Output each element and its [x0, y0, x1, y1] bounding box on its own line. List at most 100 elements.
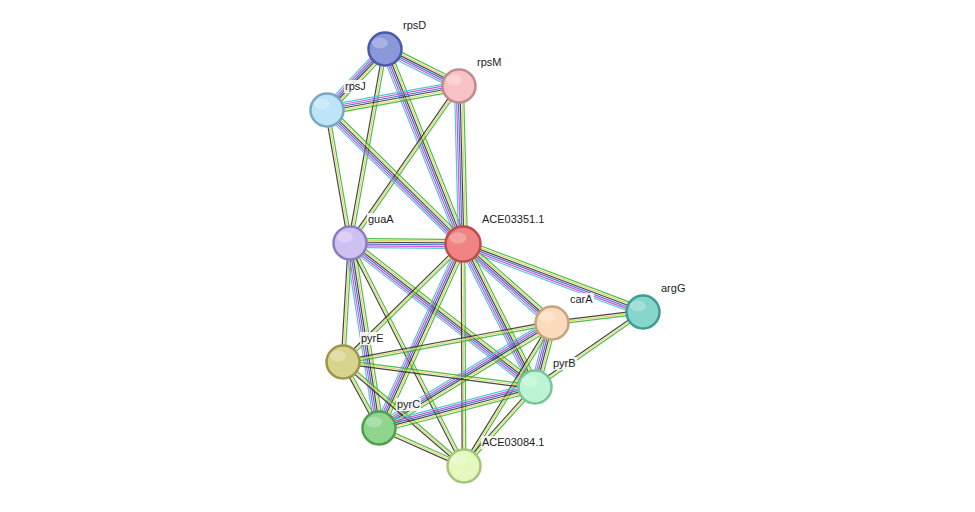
protein-node: rpsM: [441, 68, 477, 104]
evidence-line: [344, 93, 445, 111]
node-highlight: [539, 312, 555, 323]
evidence-line: [385, 259, 455, 413]
protein-node: guaA: [332, 225, 368, 261]
node-label: ACE03351.1: [481, 213, 545, 226]
protein-node: ACE03084.1: [446, 448, 482, 484]
evidence-line: [568, 316, 627, 323]
node-disc: [327, 346, 360, 379]
interaction-edge: [393, 433, 450, 461]
node-label: pyrB: [552, 357, 577, 370]
node-circle: [332, 225, 368, 261]
node-label: carA: [569, 293, 594, 306]
interaction-edge: [467, 257, 532, 375]
evidence-line: [462, 261, 464, 450]
node-disc: [311, 94, 344, 127]
node-disc: [443, 70, 476, 103]
node-highlight: [630, 301, 646, 312]
evidence-line: [366, 243, 446, 245]
evidence-line: [393, 436, 449, 461]
evidence-line: [397, 60, 442, 83]
evidence-line: [383, 258, 453, 412]
evidence-line: [461, 261, 463, 450]
interaction-edge: [358, 324, 536, 361]
node-disc: [519, 371, 552, 404]
evidence-line: [394, 435, 450, 460]
evidence-line: [568, 314, 627, 321]
evidence-line: [359, 364, 519, 385]
evidence-line: [400, 55, 445, 78]
node-label: pyrE: [360, 332, 385, 345]
evidence-line: [395, 392, 520, 425]
evidence-line: [394, 390, 519, 423]
node-disc: [627, 296, 660, 329]
interaction-edge: [455, 102, 467, 227]
protein-node: rpsD: [367, 31, 403, 67]
evidence-line: [366, 245, 446, 247]
evidence-line: [339, 61, 375, 99]
node-label: argG: [660, 282, 686, 295]
evidence-line: [336, 59, 372, 97]
interaction-edge: [349, 375, 373, 415]
node-label: rpsD: [402, 19, 427, 32]
interaction-edge: [354, 371, 453, 457]
interaction-edge: [461, 261, 465, 450]
node-disc: [448, 450, 481, 483]
node-circle: [446, 448, 482, 484]
evidence-line: [467, 261, 524, 375]
interaction-edge: [366, 239, 446, 249]
evidence-line: [359, 366, 519, 387]
node-highlight: [314, 99, 330, 110]
node-disc: [536, 307, 569, 340]
interaction-edge: [359, 362, 520, 386]
node-circle: [441, 68, 477, 104]
evidence-line: [328, 126, 346, 227]
node-label: guaA: [367, 213, 395, 226]
node-highlight: [446, 75, 462, 86]
node-disc: [369, 33, 402, 66]
node-circle: [367, 31, 403, 67]
evidence-line: [359, 99, 450, 230]
evidence-line: [366, 238, 446, 240]
node-highlight: [372, 38, 388, 49]
node-highlight: [522, 376, 538, 387]
evidence-line: [337, 123, 449, 234]
interaction-edge: [473, 252, 543, 316]
interaction-edge: [328, 125, 349, 227]
evidence-line: [338, 122, 450, 233]
evidence-line: [390, 261, 460, 415]
node-circle: [325, 344, 361, 380]
evidence-line: [337, 60, 373, 98]
protein-node: carA: [534, 305, 570, 341]
protein-node: argG: [625, 294, 661, 330]
node-highlight: [337, 232, 353, 243]
protein-node: rpsJ: [309, 92, 345, 128]
node-circle: [517, 369, 553, 405]
node-circle: [361, 410, 397, 446]
evidence-line: [342, 259, 347, 346]
evidence-line: [455, 102, 458, 227]
evidence-line: [335, 124, 447, 235]
protein-node: pyrC: [361, 410, 397, 446]
evidence-line: [359, 362, 519, 383]
evidence-line: [399, 57, 444, 80]
node-disc: [446, 227, 481, 262]
evidence-line: [464, 261, 466, 450]
interaction-edge: [358, 98, 452, 231]
node-highlight: [449, 232, 466, 243]
evidence-line: [394, 433, 450, 458]
evidence-line: [361, 100, 452, 231]
evidence-line: [568, 312, 627, 319]
evidence-line: [340, 62, 376, 100]
interaction-edge: [335, 118, 454, 235]
node-circle: [309, 92, 345, 128]
evidence-line: [359, 328, 537, 361]
node-circle: [444, 225, 482, 263]
evidence-line: [394, 388, 519, 421]
evidence-line: [366, 247, 446, 249]
evidence-line: [398, 59, 443, 82]
node-label: ACE03084.1: [481, 436, 545, 449]
node-label: pyrC: [396, 398, 421, 411]
node-label: rpsM: [476, 56, 502, 69]
